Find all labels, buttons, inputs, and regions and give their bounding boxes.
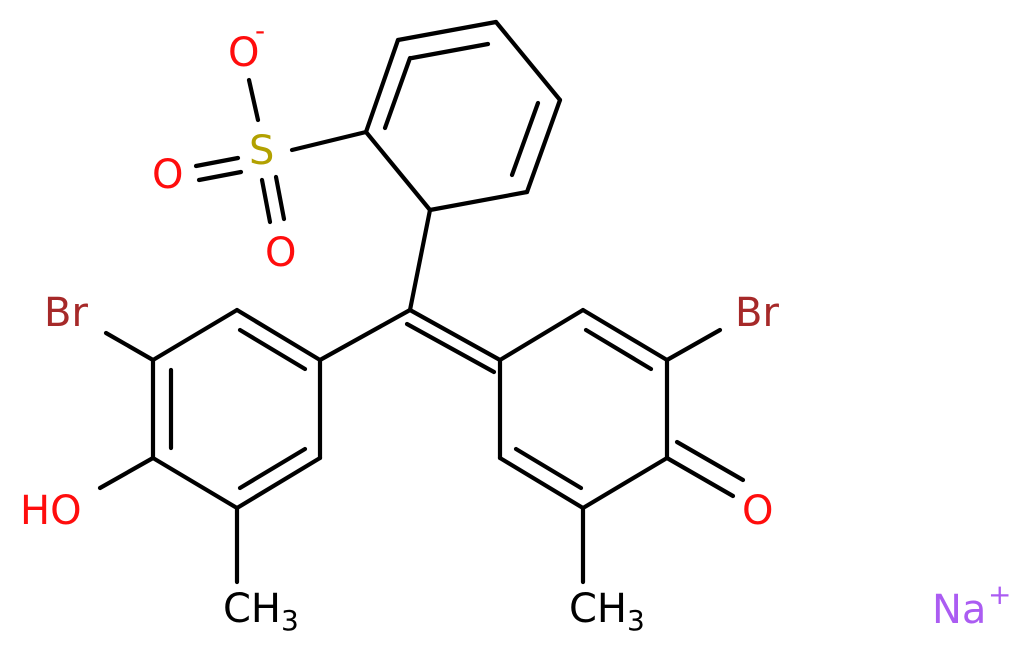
atom-o-minus: O <box>228 30 259 76</box>
methyl-right: CH3 <box>569 586 645 637</box>
methyl-right-ch: CH <box>569 586 627 632</box>
atom-br-right: Br <box>735 290 779 336</box>
atom-sulfur: S <box>249 128 274 174</box>
atom-o-ketone: O <box>742 488 773 534</box>
methyl-left-ch: CH <box>223 586 281 632</box>
atom-br-left: Br <box>44 290 88 336</box>
charge-minus: - <box>255 14 265 47</box>
atom-sodium: Na <box>932 587 986 633</box>
methyl-left-sub: 3 <box>281 604 299 637</box>
atom-labels: O - S O O Br Br HO O CH3 CH3 Na + <box>20 14 1011 637</box>
atom-o-left: O <box>152 152 183 198</box>
methyl-right-sub: 3 <box>627 604 645 637</box>
bond-lines <box>97 19 746 585</box>
atom-o-bottom: O <box>265 230 296 276</box>
methyl-left: CH3 <box>223 586 299 637</box>
charge-plus: + <box>988 578 1011 611</box>
atom-hydroxyl: HO <box>20 488 82 534</box>
